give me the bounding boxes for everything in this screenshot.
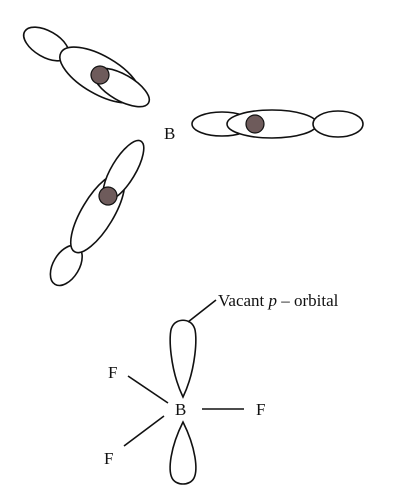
fluorine-label-right: F xyxy=(256,400,265,419)
bond-lower-left xyxy=(123,415,165,447)
nucleus-dot xyxy=(90,65,110,85)
bond-upper-left xyxy=(127,375,169,404)
large-lobe xyxy=(226,109,318,139)
hybrid-orbital-upper-left xyxy=(22,26,151,108)
fluorine-label-upper-left: F xyxy=(108,363,117,382)
annotation-leader-line xyxy=(187,299,217,323)
p-orbital-lower-lobe xyxy=(169,420,197,485)
sp2-hybrid-orbitals: B xyxy=(22,26,364,287)
p-orbital-upper-lobe xyxy=(169,319,197,399)
nucleus-dot xyxy=(98,186,118,206)
hybrid-orbital-right xyxy=(191,109,364,139)
central-atom-label-top: B xyxy=(164,124,175,143)
bf3-structure: Vacant p – orbital B F F F xyxy=(104,291,339,485)
vacant-p-orbital-label: Vacant p – orbital xyxy=(218,291,339,310)
central-atom-label-bottom: B xyxy=(175,400,186,419)
hybrid-orbital-lower-left xyxy=(49,139,145,287)
fluorine-label-lower-left: F xyxy=(104,449,113,468)
outer-lobe xyxy=(312,110,364,138)
nucleus-dot xyxy=(245,114,265,134)
